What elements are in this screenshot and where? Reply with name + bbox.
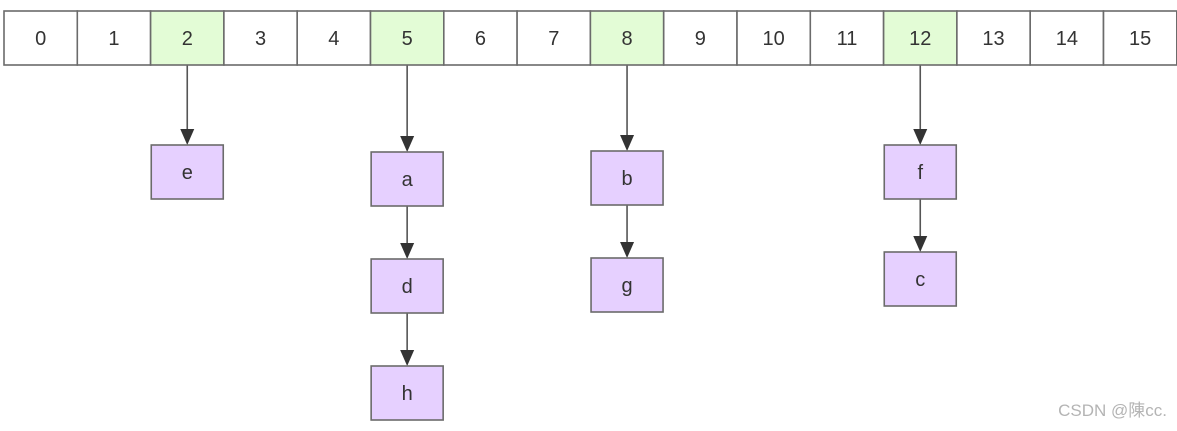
array-slot-label: 12 bbox=[909, 28, 931, 50]
arrow-head bbox=[913, 236, 928, 252]
chain-node-label: c bbox=[915, 269, 925, 291]
array-slot-label: 4 bbox=[328, 28, 339, 50]
arrow-head bbox=[400, 243, 415, 259]
chain-node-h bbox=[370, 365, 444, 421]
array-slot-1 bbox=[76, 10, 152, 66]
chain-node-b bbox=[590, 150, 664, 206]
array-slot-14 bbox=[1029, 10, 1105, 66]
array-slot-label: 11 bbox=[837, 28, 858, 50]
chain-node-f bbox=[883, 144, 958, 200]
arrow-head bbox=[400, 350, 415, 366]
array-slot-label: 5 bbox=[402, 28, 413, 50]
array-slot-8 bbox=[589, 10, 665, 66]
array-slot-label: 3 bbox=[255, 28, 266, 50]
array-slot-label: 8 bbox=[621, 28, 632, 50]
array-slot-label: 13 bbox=[982, 28, 1004, 50]
array-slot-11 bbox=[809, 10, 885, 66]
chain-arrows bbox=[180, 65, 928, 366]
chain-node-label: e bbox=[182, 162, 193, 184]
chain-node-g bbox=[590, 257, 664, 313]
array-slot-5 bbox=[369, 10, 445, 66]
array-slot-7 bbox=[516, 10, 592, 66]
chain-node-label: f bbox=[917, 162, 923, 184]
array-slot-label: 1 bbox=[108, 28, 119, 50]
arrow-head bbox=[913, 129, 928, 145]
array-slot-label: 2 bbox=[182, 28, 193, 50]
chain-node-label: h bbox=[402, 383, 413, 405]
array-slot-label: 15 bbox=[1129, 28, 1151, 50]
chain-node-d bbox=[370, 258, 444, 314]
array-slot-6 bbox=[442, 10, 518, 66]
arrow-head bbox=[400, 136, 415, 152]
chain-node-a bbox=[370, 151, 444, 207]
array-slot-label: 0 bbox=[35, 28, 46, 50]
chain-node-c bbox=[883, 251, 958, 307]
array-slot-label: 7 bbox=[548, 28, 559, 50]
arrow-head bbox=[620, 135, 635, 151]
chain-node-label: a bbox=[402, 169, 414, 191]
array-slot-label: 14 bbox=[1056, 28, 1078, 50]
array-slot-label: 9 bbox=[695, 28, 706, 50]
array-slot-13 bbox=[956, 10, 1032, 66]
arrow-head bbox=[620, 242, 635, 258]
chain-node-label: g bbox=[621, 275, 632, 297]
chain-node-label: b bbox=[621, 168, 632, 190]
arrow-head bbox=[180, 129, 195, 145]
chain-node-label: d bbox=[402, 276, 413, 298]
chain-nodes: e a d h b g f c bbox=[150, 144, 958, 421]
watermark: CSDN @陳cc. bbox=[1058, 401, 1167, 420]
array-slot-0 bbox=[3, 10, 79, 66]
array-slot-label: 10 bbox=[763, 28, 785, 50]
array-slot-label: 6 bbox=[475, 28, 486, 50]
array-slot-12 bbox=[882, 10, 958, 66]
chain-node-e bbox=[150, 144, 225, 200]
array-slot-10 bbox=[736, 10, 812, 66]
array-slot-15 bbox=[1102, 10, 1177, 66]
